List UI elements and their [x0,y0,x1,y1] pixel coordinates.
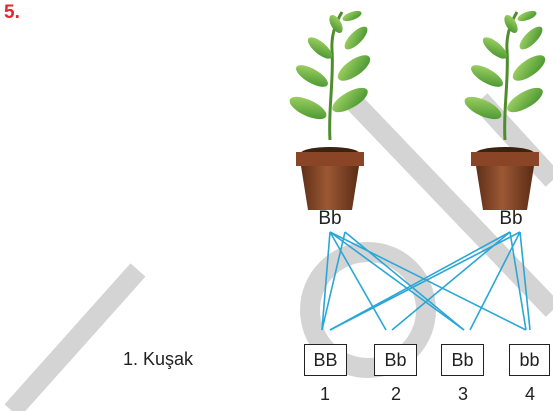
offspring-box-3: Bb [441,344,484,376]
offspring-number-2: 2 [390,384,401,404]
question-number: 5. [4,2,20,23]
watermark [4,93,553,411]
offspring-number-3: 3 [457,384,468,404]
offspring-number-4: 4 [524,384,535,404]
parent-genotype-right: Bb [499,208,523,229]
parent-genotype-left: Bb [318,208,342,229]
offspring-box-1: BB [304,344,347,376]
parent-plant-right [459,7,551,212]
generation-label: 1. Kuşak [123,349,194,369]
offspring-box-2: Bb [374,344,417,376]
offspring-number-1: 1 [319,384,330,404]
offspring-box-4: bb [509,344,550,376]
cross-lines [321,231,531,331]
